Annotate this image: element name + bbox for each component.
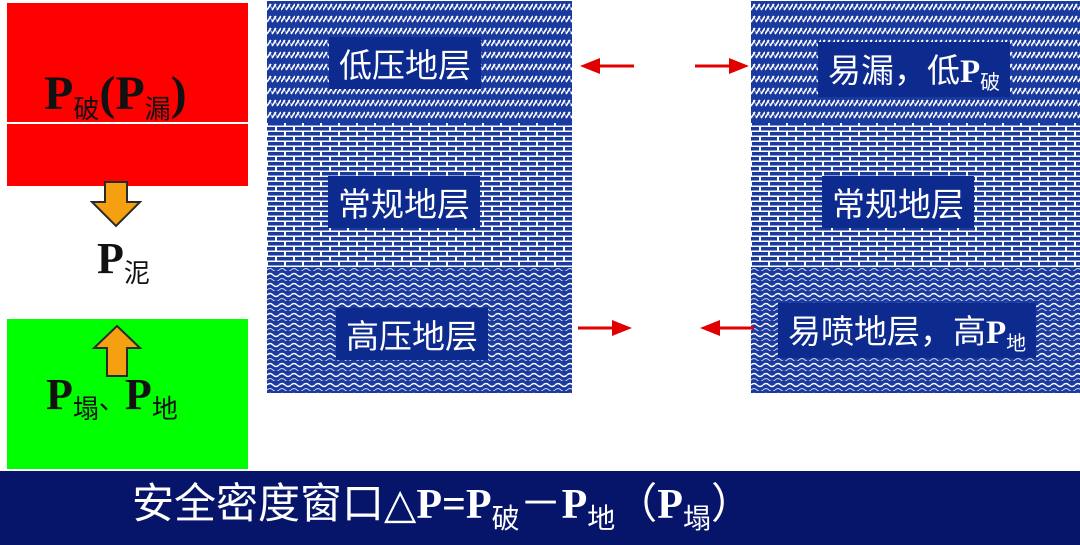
banner-text: 安全密度窗口△ [132,479,417,528]
right-arrow-icon [578,320,632,336]
paren-open: ( [99,67,116,120]
up-arrow-icon [91,324,143,377]
p-symbol: P [44,67,74,120]
mud-pressure-label: P泥 [97,234,150,290]
p-symbol: P [46,370,73,419]
right-arrow-icon [695,58,749,74]
subscript-fracture: 破 [491,501,520,535]
subscript-formation: 地 [1006,331,1027,355]
left-arrow-icon [700,320,754,336]
fracture-pressure-label: P破(P漏) [44,67,187,126]
kick-layer-label: 易喷地层，高P地 [778,303,1037,358]
low-pressure-layer-label: 低压地层 [329,37,481,89]
down-arrow-icon [89,181,143,228]
fracture-pressure-block [7,3,248,186]
separator: 、 [98,386,125,415]
paren-close: ) [170,67,187,120]
safe-density-window-banner: 安全密度窗口△P=P破－P地（P塌） [0,471,1080,545]
subscript-mud: 泥 [123,259,150,290]
subscript-formation: 地 [587,501,616,535]
collapse-pore-pressure-label: P塌、P地 [46,370,178,426]
subscript-collapse: 塌 [72,395,99,426]
p-symbol: P [986,315,1007,351]
p-symbol: P [657,482,683,528]
p-symbol: P [124,370,152,419]
high-pressure-layer-label: 高压地层 [336,308,488,360]
subscript-leak: 漏 [144,95,171,126]
paren-close: ） [710,479,753,528]
p-symbol: P [960,54,981,90]
label-text: 易喷地层，高 [788,312,986,351]
subscript-formation: 地 [151,395,178,426]
subscript-fracture: 破 [73,95,100,126]
normal-layer-label: 常规地层 [328,176,480,228]
formula-lhs: P=P [416,482,492,528]
normal-layer-label: 常规地层 [822,176,974,228]
p-symbol: P [561,482,588,528]
fracture-block-divider [7,122,248,124]
p-symbol: P [97,234,124,283]
paren-open: （ [615,479,658,528]
label-text: 易漏，低 [828,51,960,90]
lost-circulation-label: 易漏，低P破 [818,42,1011,97]
subscript-collapse: 塌 [682,501,711,535]
minus-sign: － [519,479,562,528]
left-arrow-icon [580,58,634,74]
p-symbol: P [115,67,145,120]
subscript-fracture: 破 [980,70,1001,94]
